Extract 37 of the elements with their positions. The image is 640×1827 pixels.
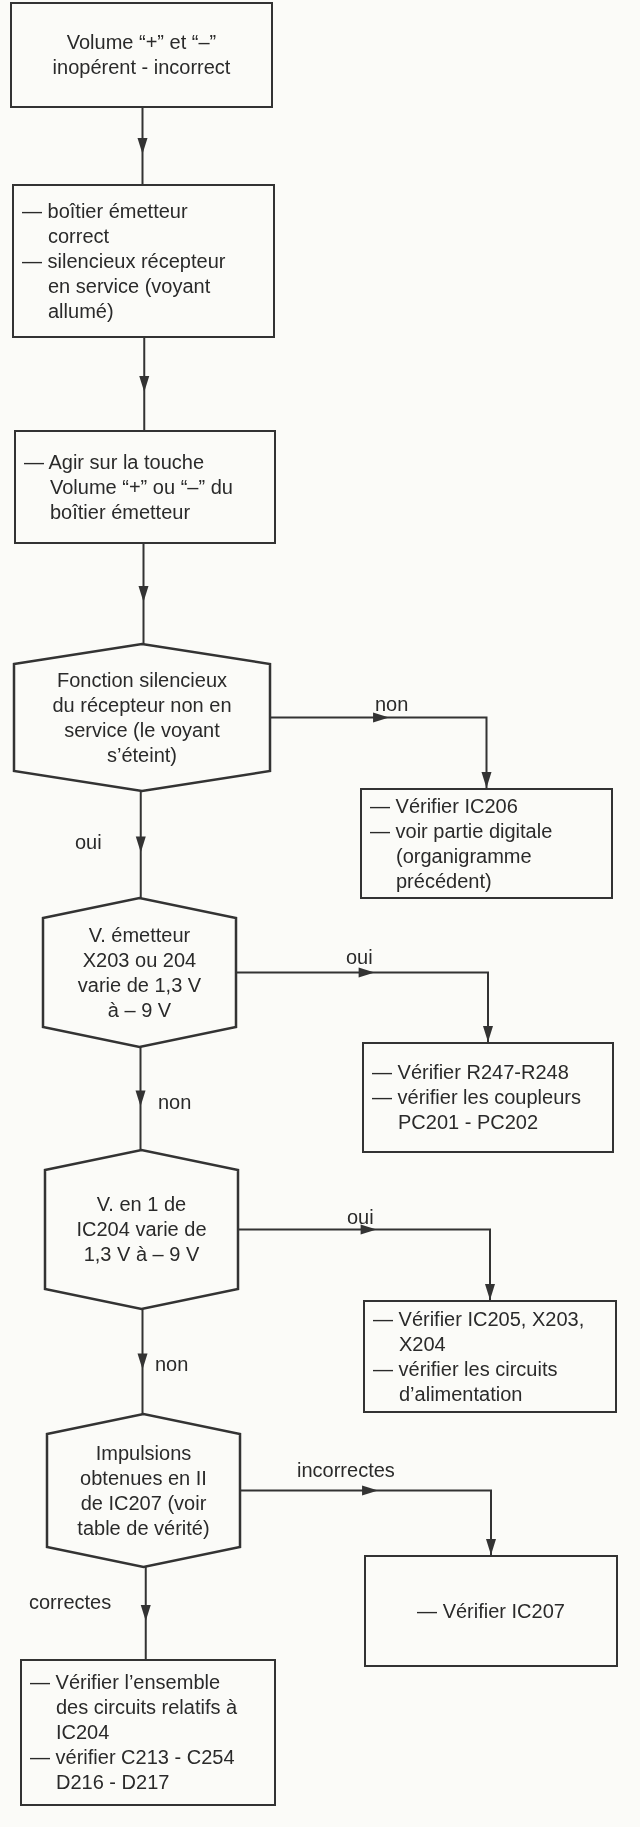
step-text: — Agir sur la touche Volume “+” ou “–” du boîtier émetteur (24, 449, 234, 525)
edge-label: correctes (29, 1590, 112, 1615)
decision-hexagon (45, 1150, 238, 1309)
step-text: — Vérifier IC205, X203, X204 (373, 1306, 586, 1357)
edge-label: non (375, 692, 409, 717)
decision-hexagon (47, 1414, 240, 1567)
edge-label: oui (346, 945, 373, 970)
process-box (360, 788, 613, 899)
step-text: — Vérifier l’ensemble des circuits relatifs à IC204 (30, 1670, 239, 1745)
decision-text: Impulsions obtenues en II de IC207 (voir table de vérité) (77, 1440, 210, 1541)
process-box (362, 1042, 614, 1153)
step-text: — vérifier les circuits d’alimentation (373, 1356, 559, 1407)
process-box (10, 2, 273, 108)
step-text: — silencieux récepteur en service (voyant allumé) (22, 248, 227, 324)
process-box (363, 1300, 617, 1413)
decision-text: Fonction silencieux du récepteur non en service (le voyant s’éteint) (51, 667, 233, 768)
step-text: — Vérifier IC207 (417, 1598, 565, 1624)
process-box (364, 1555, 618, 1667)
edge-label: non (158, 1090, 192, 1115)
decision-hexagon (14, 644, 270, 791)
step-text: — boîtier émetteur correct (22, 198, 189, 249)
edge-label: incorrectes (297, 1458, 395, 1483)
decision-text: V. en 1 de IC204 varie de 1,3 V à – 9 V (75, 1192, 208, 1267)
process-box (20, 1659, 276, 1806)
step-text: — vérifier C213 - C254 D216 - D217 (30, 1745, 236, 1795)
step-text: Volume “+” et “–” inopérent - incorrect (51, 30, 232, 80)
step-text: — voir partie digitale (organigramme précédent) (370, 818, 554, 894)
process-box (12, 184, 275, 338)
edge-label: non (155, 1352, 189, 1377)
decision-hexagon (43, 898, 236, 1047)
decision-text: V. émetteur X203 ou 204 varie de 1,3 V à – 9 V (76, 922, 203, 1023)
step-text: — vérifier les coupleurs PC201 - PC202 (372, 1085, 582, 1135)
step-text: — Vérifier IC206 (370, 793, 519, 819)
edge-label: oui (75, 830, 102, 855)
process-box (14, 430, 276, 544)
step-text: — Vérifier R247-R248 (372, 1060, 570, 1085)
edge-label: oui (347, 1205, 374, 1230)
